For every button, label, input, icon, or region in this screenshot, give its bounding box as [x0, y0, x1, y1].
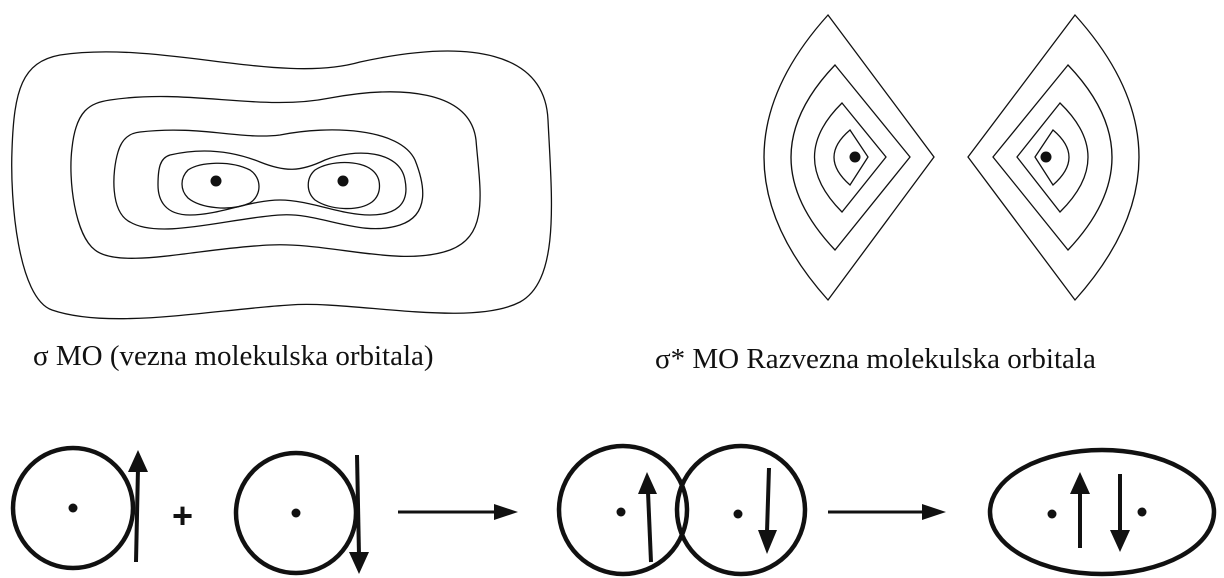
reaction-arrow-1 — [398, 504, 518, 520]
sigma-star-left-lobe — [764, 15, 934, 300]
spin-up-arrow-2 — [638, 472, 657, 562]
sigma-star-nucleus-right — [1041, 152, 1052, 163]
molecular-orbital-ellipse — [990, 450, 1214, 574]
sigma-star-right-lobe — [968, 15, 1139, 300]
spin-down-arrow-2 — [758, 468, 777, 554]
plus-sign: + — [172, 495, 193, 536]
atomic-orbital-left — [13, 448, 133, 568]
sigma-contour-1 — [158, 151, 406, 215]
spin-up-arrow-3 — [1070, 472, 1090, 548]
sigma-contour-inner-left — [182, 163, 259, 208]
sigma-bonding-contours — [12, 51, 552, 319]
sigma-contour-3 — [71, 92, 480, 258]
spin-down-arrow-1 — [349, 455, 369, 574]
reaction-arrow-2 — [828, 504, 946, 520]
sigma-contour-outer — [12, 51, 552, 319]
sigma-nucleus-left — [211, 176, 222, 187]
sigma-star-mo-caption: σ* MO Razvezna molekulska orbitala — [655, 343, 1096, 375]
sigma-mo-caption: σ MO (vezna molekulska orbitala) — [33, 340, 434, 372]
sigma-star-nucleus-left — [850, 152, 861, 163]
sigma-nucleus-right — [338, 176, 349, 187]
spin-down-arrow-3 — [1110, 474, 1130, 552]
atomic-orbital-right — [236, 453, 356, 573]
